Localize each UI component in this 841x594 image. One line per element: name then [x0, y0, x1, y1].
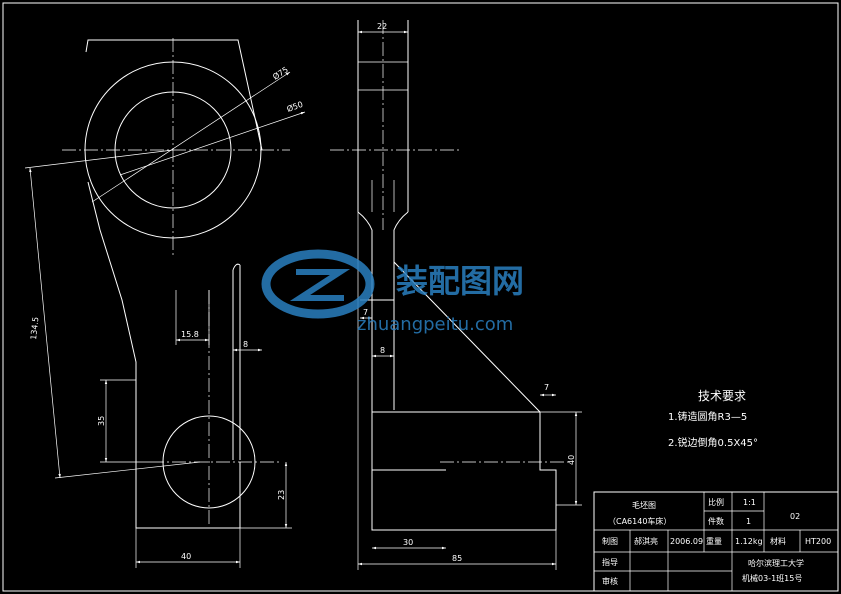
tb-material-value: HT200 — [805, 537, 831, 546]
tb-scale-label: 比例 — [708, 497, 724, 507]
notes-title: 技术要求 — [698, 389, 746, 403]
tb-count-label: 件数 — [708, 516, 724, 526]
dim-35: 35 — [97, 416, 106, 426]
watermark: 装配图网 zhuangpeitu.com — [261, 249, 524, 335]
tb-drawn-date: 2006.09 — [670, 537, 703, 546]
watermark-url: zhuangpeitu.com — [357, 314, 513, 335]
dim-23: 23 — [277, 490, 286, 500]
dim-8-left: 8 — [243, 340, 248, 349]
dim-d75: Ø75 — [271, 64, 290, 81]
tb-drawing-no: 02 — [790, 512, 800, 521]
front-view: 134.5 Ø75 Ø50 15.8 8 35 23 40 — [24, 38, 306, 568]
lower-body-outline — [135, 380, 241, 529]
watermark-logo — [261, 249, 375, 319]
dim-7-top: 7 — [363, 308, 368, 317]
tb-weight-value: 1.12kg — [735, 537, 763, 546]
dim-30: 30 — [403, 538, 413, 547]
tb-review-label: 审核 — [602, 576, 618, 586]
tb-class: 机械03-1班15号 — [742, 573, 802, 583]
dim-15-8: 15.8 — [181, 330, 199, 339]
note-item-1: 1.铸造圆角R3—5 — [668, 410, 747, 423]
title-block: 毛坯图 （CA6140车床） 比例 1:1 件数 1 02 制图 郝淇亮 200… — [593, 491, 839, 592]
tb-drawn-name: 郝淇亮 — [634, 536, 658, 546]
tb-weight-label: 重量 — [706, 536, 722, 546]
dim-22: 22 — [377, 22, 387, 31]
note-item-2: 2.锐边倒角0.5X45° — [668, 436, 758, 449]
dim-40: 40 — [181, 552, 191, 561]
dim-d50: Ø50 — [285, 99, 304, 114]
arm-left-edge — [87, 181, 137, 380]
arm-slot — [232, 263, 241, 460]
side-view: 22 7 8 7 40 30 85 — [330, 20, 582, 570]
boss-outline — [85, 39, 263, 151]
tb-material-label: 材料 — [770, 536, 786, 546]
lower-boss-side — [371, 411, 557, 531]
dim-7-right: 7 — [544, 383, 549, 392]
tb-drawn-label: 制图 — [602, 536, 618, 546]
dim-8-side: 8 — [380, 346, 385, 355]
technical-notes: 技术要求 1.铸造圆角R3—5 2.锐边倒角0.5X45° — [668, 389, 758, 449]
tb-school: 哈尔滨理工大学 — [748, 558, 804, 568]
watermark-brand: 装配图网 — [396, 262, 524, 300]
tb-count-value: 1 — [746, 517, 751, 526]
tb-name: 毛坯图 — [632, 500, 656, 510]
dim-134-5: 134.5 — [29, 316, 40, 340]
dim-40-v: 40 — [567, 455, 576, 465]
tb-name-sub: （CA6140车床） — [608, 516, 671, 526]
rib-diagonal — [393, 261, 541, 413]
tb-scale-value: 1:1 — [743, 498, 756, 507]
dim-85: 85 — [452, 554, 462, 563]
tb-guide-label: 指导 — [602, 557, 618, 567]
